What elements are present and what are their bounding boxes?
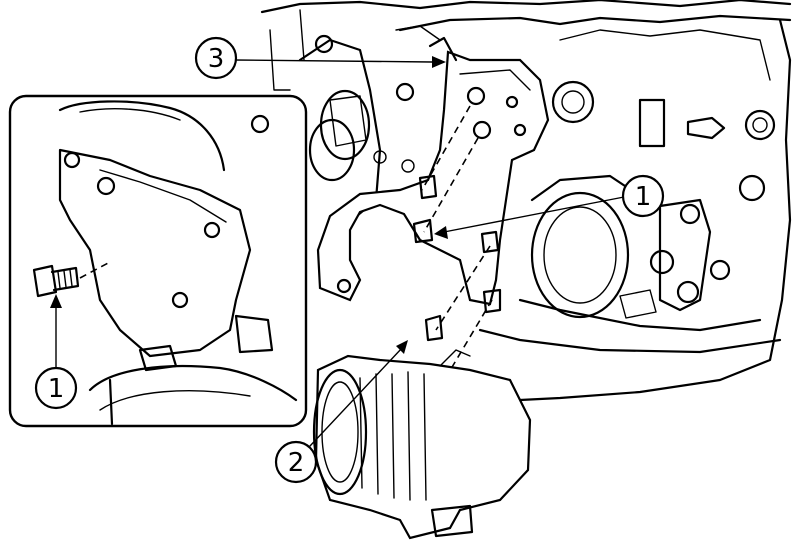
callout-1-inset: 1 — [34, 366, 78, 410]
callout-1-main: 1 — [621, 174, 665, 218]
callout-label: 3 — [208, 44, 225, 74]
alignment-lines — [421, 105, 493, 395]
callout-label: 2 — [288, 448, 305, 478]
callout-circle — [274, 440, 318, 484]
inset-detail — [8, 94, 308, 428]
air-duct-drawing — [312, 349, 532, 540]
leader-lines — [50, 56, 625, 447]
engine-block-drawing — [260, 0, 792, 402]
callout-circle — [194, 36, 238, 80]
callout-circle — [34, 366, 78, 410]
callout-2: 2 — [274, 440, 318, 484]
callout-label: 1 — [635, 182, 652, 212]
callout-3: 3 — [194, 36, 238, 80]
callout-circle — [621, 174, 665, 218]
callout-label: 1 — [48, 374, 65, 404]
mounting-bracket-drawing — [316, 36, 550, 306]
